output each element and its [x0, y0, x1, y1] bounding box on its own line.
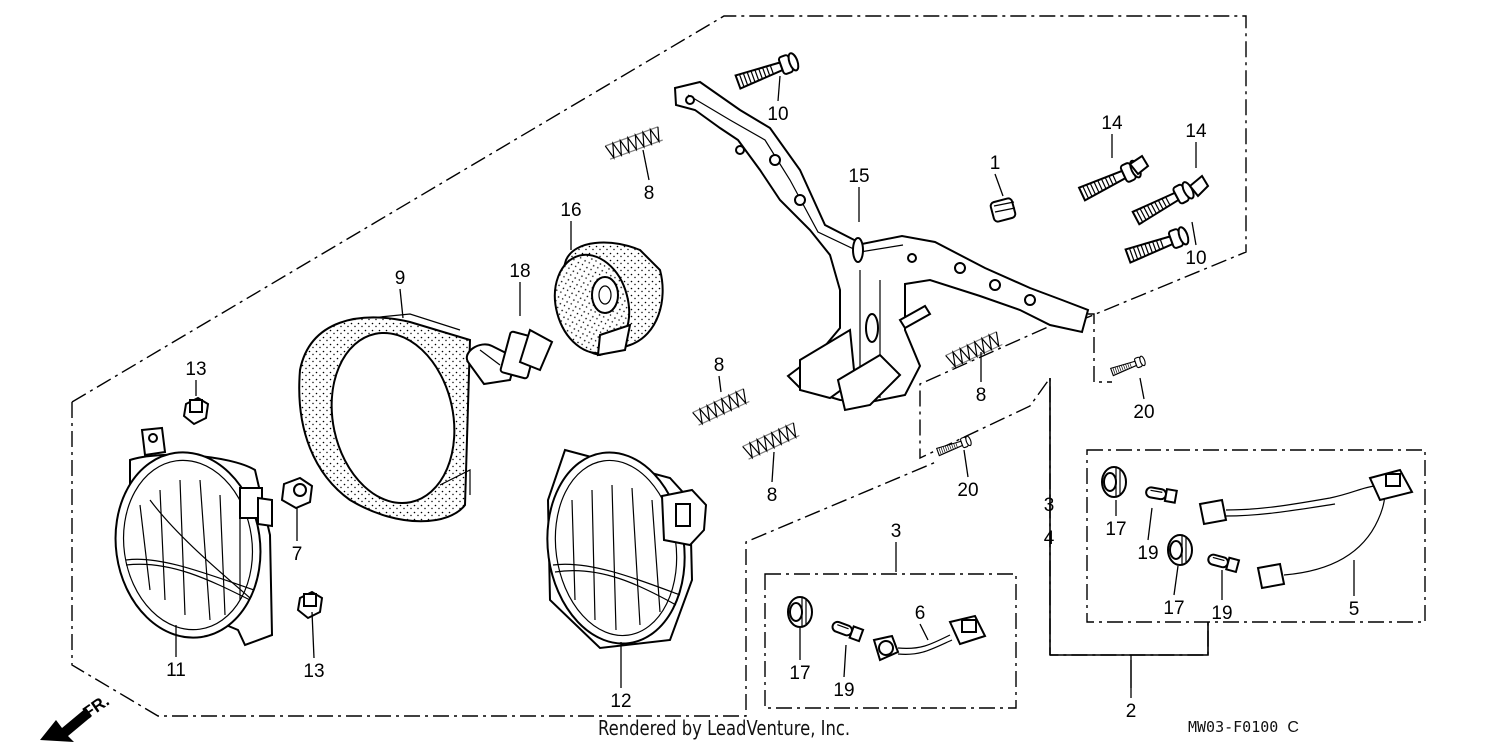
- spring-8-low: [739, 420, 803, 462]
- clip-13-lower: [296, 590, 324, 620]
- bulb-socket-7: [280, 476, 314, 510]
- grommet-17-box5-upper: [1101, 466, 1127, 498]
- callout-c17c: 17: [789, 663, 810, 684]
- leader-c8a: [642, 149, 650, 181]
- nut-1: [989, 197, 1017, 223]
- headlight-rim-9: [298, 313, 472, 523]
- render-credit: Rendered by LeadVenture, Inc.: [598, 716, 851, 740]
- callout-c19b: 19: [1211, 603, 1232, 624]
- leader-c17b: [1173, 565, 1179, 596]
- leader-c6: [919, 623, 929, 641]
- callout-c17a: 17: [1105, 519, 1126, 540]
- leader-c10b: [1191, 221, 1197, 246]
- socket-harness-5: [1198, 468, 1414, 590]
- leader-c13b: [311, 611, 315, 659]
- dust-cover-16: [553, 241, 664, 357]
- callout-c18: 18: [509, 261, 530, 282]
- grommet-17-box6: [787, 596, 813, 628]
- callout-c20a: 20: [1133, 402, 1154, 423]
- socket-harness-6: [872, 614, 987, 662]
- spring-8-mid: [689, 386, 753, 428]
- callout-c3b: 3: [891, 521, 902, 542]
- leader-c10a: [777, 75, 781, 102]
- callout-c9: 9: [395, 268, 406, 289]
- callout-c14b: 14: [1185, 121, 1207, 142]
- callout-c3a: 3: [1044, 495, 1055, 516]
- adjust-screw-14-b: [1130, 179, 1197, 227]
- callout-c20b: 20: [957, 480, 978, 501]
- leader-c8c: [771, 451, 775, 483]
- callout-leader-lines: [175, 75, 1355, 698]
- headlight-bracket-15: [673, 80, 1090, 412]
- headlight-assembly-12: [546, 448, 708, 650]
- screw-20-b: [935, 434, 973, 458]
- callout-c8a: 8: [644, 183, 655, 204]
- spring-8-top: [602, 124, 666, 162]
- leader-c20b: [963, 449, 969, 478]
- callout-c7: 7: [292, 544, 303, 565]
- callout-c8b: 8: [714, 355, 725, 376]
- callout-c14a: 14: [1101, 113, 1123, 134]
- callout-c6: 6: [915, 603, 926, 624]
- callout-c13b: 13: [303, 661, 324, 682]
- bolt-10-right: [1123, 224, 1192, 266]
- callout-c2: 2: [1126, 701, 1137, 722]
- callout-c5: 5: [1349, 599, 1360, 620]
- leader-c19a: [1147, 507, 1153, 541]
- callout-c12: 12: [610, 691, 631, 712]
- callout-c10a: 10: [767, 104, 788, 125]
- callout-c17b: 17: [1163, 598, 1184, 619]
- wing-14-a: [1128, 154, 1150, 176]
- diagram-code: MW03-F0100 C: [1188, 718, 1299, 737]
- wing-14-b: [1188, 174, 1210, 198]
- wire-harness-box-6: [764, 573, 1017, 709]
- grommet-17-box5-lower: [1167, 534, 1193, 566]
- leader-c9: [399, 288, 404, 319]
- headlight-bulb-18: [465, 328, 554, 386]
- callout-c1: 1: [990, 153, 1001, 174]
- leader-c19c: [843, 644, 847, 678]
- leader-c20a: [1139, 377, 1145, 400]
- clip-13-upper: [182, 396, 210, 426]
- callout-c10b: 10: [1185, 248, 1206, 269]
- callout-c8d: 8: [976, 385, 987, 406]
- screw-20-a: [1109, 354, 1147, 378]
- diagram-code-revision: C: [1287, 719, 1299, 736]
- headlight-assembly-11: [114, 426, 274, 647]
- callout-c19c: 19: [833, 680, 854, 701]
- leader-c1: [994, 173, 1004, 197]
- callout-c4: 4: [1044, 528, 1055, 549]
- bulb-19-box5-upper: [1144, 484, 1178, 504]
- front-direction-arrow: FR.: [40, 691, 113, 742]
- bolt-10-top: [733, 50, 802, 92]
- callout-c15: 15: [848, 166, 869, 187]
- spring-8-right: [942, 329, 1006, 371]
- bulb-19-box6: [829, 618, 865, 643]
- bulb-19-box5-lower: [1205, 551, 1241, 573]
- callout-c19a: 19: [1137, 543, 1158, 564]
- leader-c8b: [718, 375, 722, 393]
- callout-c8c: 8: [767, 485, 778, 506]
- callout-c11: 11: [166, 660, 186, 681]
- wire-harness-box-5: [1086, 449, 1426, 623]
- callout-c13a: 13: [185, 359, 206, 380]
- diagram-code-number: MW03-F0100: [1188, 718, 1279, 736]
- callout-c16: 16: [560, 200, 581, 221]
